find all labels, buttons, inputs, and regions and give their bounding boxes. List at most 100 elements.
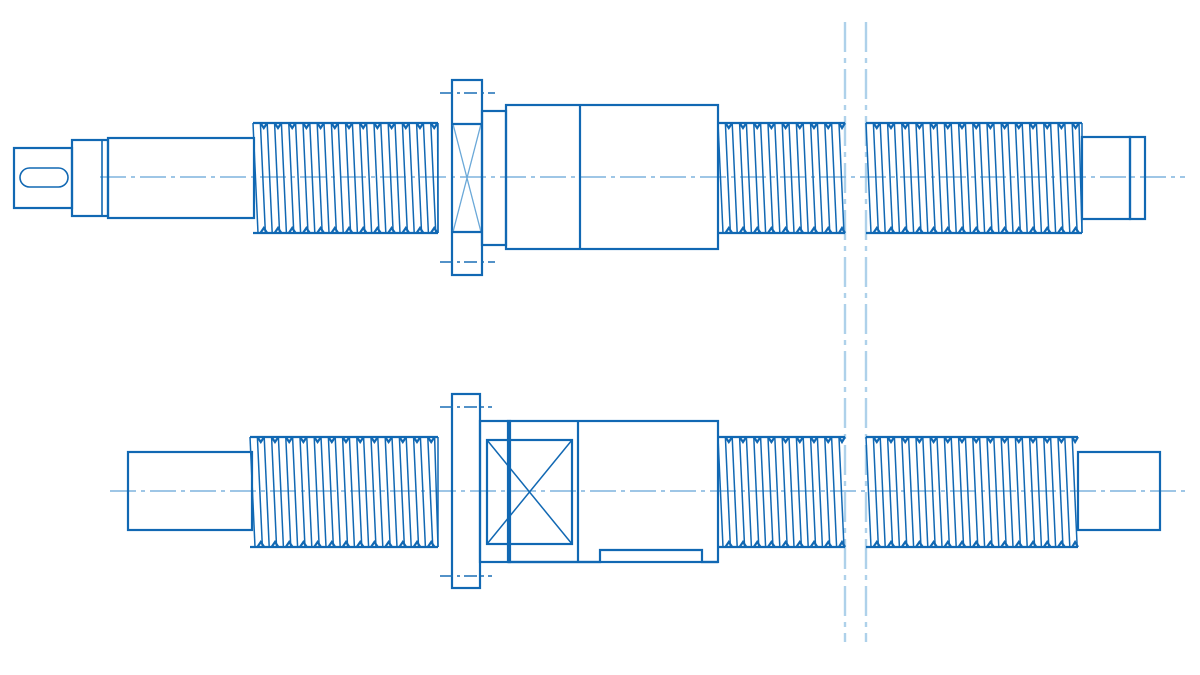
thread-root-top xyxy=(986,436,995,444)
thread-root-top xyxy=(398,436,408,444)
thread-root-bottom xyxy=(429,226,439,234)
thread-flank xyxy=(337,122,344,234)
thread-root-top xyxy=(809,122,819,130)
thread-flank xyxy=(879,436,886,548)
thread-flank xyxy=(802,122,809,234)
thread-flank xyxy=(738,122,746,234)
thread-root-bottom xyxy=(259,226,269,234)
thread-root-top xyxy=(823,436,833,444)
thread-root-top xyxy=(370,436,379,444)
thread-root-bottom xyxy=(1028,226,1038,234)
thread-root-top xyxy=(767,122,776,130)
thread-root-top xyxy=(1057,122,1066,130)
thread-root-bottom xyxy=(256,540,266,548)
thread-flank xyxy=(781,436,788,548)
thread-flank xyxy=(915,122,922,234)
thread-flank xyxy=(1007,122,1014,234)
thread-flank xyxy=(788,436,795,548)
thread-flank xyxy=(344,122,352,234)
thread-flank xyxy=(809,436,817,548)
thread-flank xyxy=(1000,122,1007,234)
thread-root-bottom xyxy=(809,226,819,234)
thread-flank xyxy=(915,436,922,548)
thread-flank xyxy=(341,436,349,548)
thread-root-bottom xyxy=(795,226,805,234)
thread-root-top xyxy=(401,122,411,130)
thread-flank xyxy=(285,436,292,548)
thread-flank xyxy=(957,122,965,234)
thread-flank xyxy=(993,122,1000,234)
thread-root-bottom xyxy=(287,226,297,234)
thread-root-top xyxy=(986,122,995,130)
thread-flank xyxy=(430,122,437,234)
thread-root-top xyxy=(344,122,354,130)
thread-root-top xyxy=(1057,436,1066,444)
thread-flank xyxy=(824,436,831,548)
thread-flank xyxy=(377,436,384,548)
thread-root-bottom xyxy=(355,540,365,548)
thread-root-bottom xyxy=(943,226,953,234)
thread-root-top xyxy=(929,436,938,444)
thread-root-bottom xyxy=(886,226,896,234)
thread-flank xyxy=(907,436,915,548)
thread-flank xyxy=(273,122,281,234)
thread-root-bottom xyxy=(795,540,805,548)
thread-root-bottom xyxy=(1014,226,1024,234)
thread-flank xyxy=(943,122,951,234)
thread-flank xyxy=(964,122,972,234)
thread-flank xyxy=(872,436,880,548)
thread-flank xyxy=(943,436,951,548)
thread-flank xyxy=(724,436,732,548)
thread-root-top xyxy=(823,122,833,130)
lower-nut-bottom-recess xyxy=(508,548,718,564)
thread-root-bottom xyxy=(724,226,734,234)
thread-flank xyxy=(774,122,781,234)
thread-flank xyxy=(334,436,341,548)
thread-flank xyxy=(972,122,979,234)
thread-flank xyxy=(907,122,915,234)
thread-root-bottom xyxy=(767,540,776,548)
thread-flank xyxy=(320,436,327,548)
thread-flank xyxy=(993,436,1000,548)
thread-flank xyxy=(901,122,908,234)
thread-root-top xyxy=(415,122,425,130)
thread-flank xyxy=(886,436,894,548)
thread-root-bottom xyxy=(1028,540,1038,548)
thread-root-top xyxy=(943,436,953,444)
thread-root-bottom xyxy=(915,226,924,234)
thread-flank xyxy=(809,122,817,234)
thread-flank xyxy=(365,122,373,234)
thread-root-top xyxy=(284,436,294,444)
thread-flank xyxy=(964,436,972,548)
thread-root-bottom xyxy=(971,226,981,234)
thread-root-top xyxy=(971,122,981,130)
thread-flank xyxy=(717,122,724,234)
thread-root-bottom xyxy=(270,540,280,548)
thread-flank xyxy=(865,122,872,234)
thread-flank xyxy=(1049,436,1057,548)
thread-flank xyxy=(986,436,993,548)
thread-root-bottom xyxy=(384,540,393,548)
thread-root-top xyxy=(781,436,790,444)
thread-flank xyxy=(753,436,760,548)
thread-root-top xyxy=(915,436,924,444)
thread-flank xyxy=(886,122,894,234)
thread-flank xyxy=(384,436,391,548)
thread-flank xyxy=(306,436,313,548)
thread-flank xyxy=(893,122,901,234)
thread-flank xyxy=(901,436,908,548)
lower-view xyxy=(110,392,1190,590)
thread-root-bottom xyxy=(412,540,422,548)
break-lines-group xyxy=(843,22,868,642)
thread-root-top xyxy=(886,436,896,444)
thread-root-top xyxy=(1042,122,1052,130)
thread-root-bottom xyxy=(838,225,846,234)
thread-root-top xyxy=(781,122,790,130)
thread-root-top xyxy=(957,122,967,130)
thread-root-bottom xyxy=(929,540,938,548)
thread-flank xyxy=(291,436,299,548)
thread-root-top xyxy=(256,436,266,444)
thread-root-bottom xyxy=(943,540,953,548)
thread-root-bottom xyxy=(929,226,938,234)
thread-flank xyxy=(865,436,872,548)
